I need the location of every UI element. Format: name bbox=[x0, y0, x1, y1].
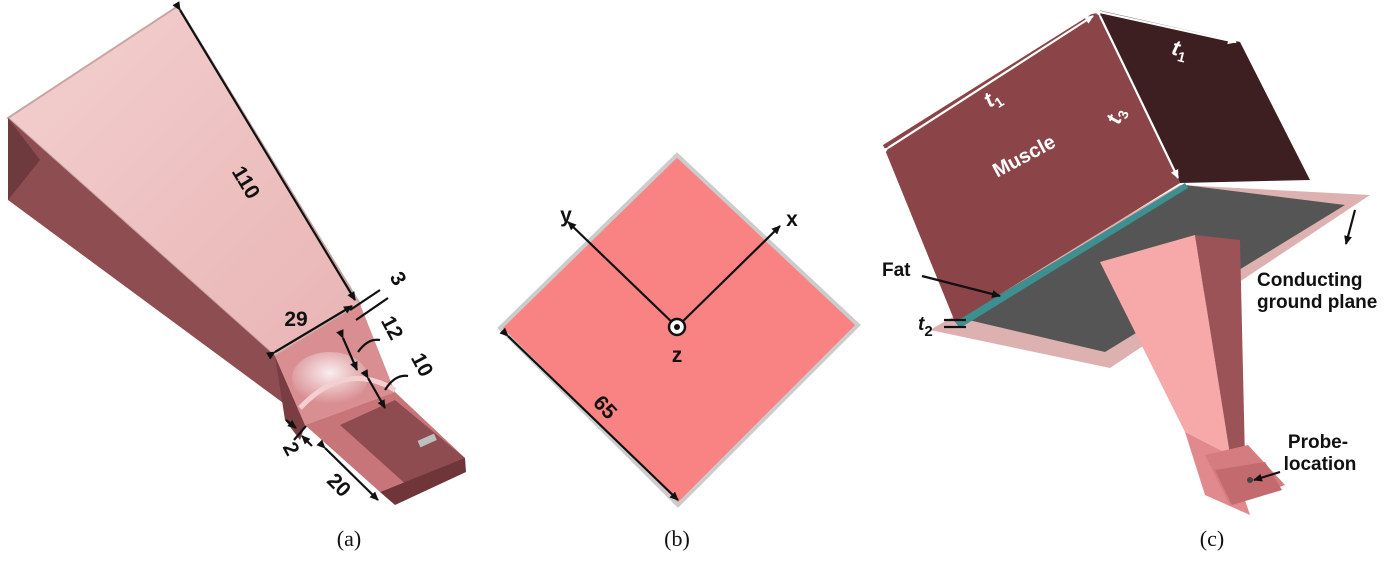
dim-20-arrow bbox=[316, 439, 379, 501]
t1-top-arrow bbox=[879, 15, 1094, 156]
panel-a: 110 29 3 12 10 2 20 (a) bbox=[6, 1, 466, 551]
t2-label: t2 bbox=[918, 314, 933, 340]
probe-point bbox=[1247, 477, 1253, 483]
panel-b: y x z 65 (b) bbox=[497, 152, 861, 551]
z-axis-symbol-dot bbox=[674, 324, 680, 330]
x-axis-arrow bbox=[676, 225, 781, 328]
ground-plane-label-1: Conducting bbox=[1257, 270, 1363, 291]
horn-c-side bbox=[1195, 235, 1245, 460]
dim-12-label: 12 bbox=[376, 312, 407, 343]
dim-2-arrow-b bbox=[301, 435, 313, 447]
dim-3-label: 3 bbox=[385, 268, 411, 290]
dim-3-line-2 bbox=[355, 297, 389, 321]
dim-29-label: 29 bbox=[284, 308, 307, 331]
horn-side-shade bbox=[8, 118, 40, 200]
throat-side bbox=[275, 356, 305, 440]
fat-label: Fat bbox=[882, 260, 911, 281]
dim-12-arrow bbox=[336, 329, 359, 371]
fat-layer bbox=[955, 183, 1188, 328]
horn-c-front bbox=[1100, 235, 1230, 455]
dim-10-leader bbox=[384, 374, 409, 391]
waveguide-front bbox=[340, 400, 465, 488]
dim-2-arrow-a bbox=[285, 419, 297, 429]
dim-110-arrow bbox=[172, 1, 356, 301]
horn-side-face bbox=[8, 118, 290, 408]
y-axis-arrow bbox=[567, 221, 678, 328]
dim-65-arrow bbox=[499, 327, 679, 501]
dim-29-arrow bbox=[266, 305, 353, 360]
probe-slot-a bbox=[417, 433, 437, 448]
ground-plane-arrow bbox=[1344, 209, 1357, 245]
probe-arrow bbox=[1253, 470, 1281, 482]
z-axis-label: z bbox=[672, 344, 683, 367]
t3-arrow bbox=[1092, 7, 1179, 179]
caption-c: (c) bbox=[1200, 526, 1224, 551]
panel-c: t1 t1 t3 Muscle Fat t2 Conducting ground… bbox=[879, 6, 1377, 551]
dim-2-label: 2 bbox=[278, 438, 304, 459]
ground-plane-label-2: ground plane bbox=[1257, 292, 1377, 313]
fat-arrow bbox=[921, 274, 1001, 298]
probe-label-1: Probe- bbox=[1288, 432, 1348, 453]
dim-10-label: 10 bbox=[406, 349, 437, 380]
dim-3-line-1 bbox=[349, 289, 381, 311]
x-axis-label: x bbox=[786, 208, 798, 231]
y-axis-label: y bbox=[560, 204, 572, 227]
caption-a: (a) bbox=[337, 526, 361, 551]
dim-12-leader bbox=[357, 338, 381, 353]
waveguide-end bbox=[380, 458, 466, 505]
dim-2-tick bbox=[293, 425, 307, 441]
caption-b: (b) bbox=[664, 526, 690, 551]
horn-c-waveguide-end bbox=[1215, 462, 1282, 505]
probe-label-2: location bbox=[1284, 454, 1357, 475]
dim-10-arrow bbox=[360, 369, 386, 409]
